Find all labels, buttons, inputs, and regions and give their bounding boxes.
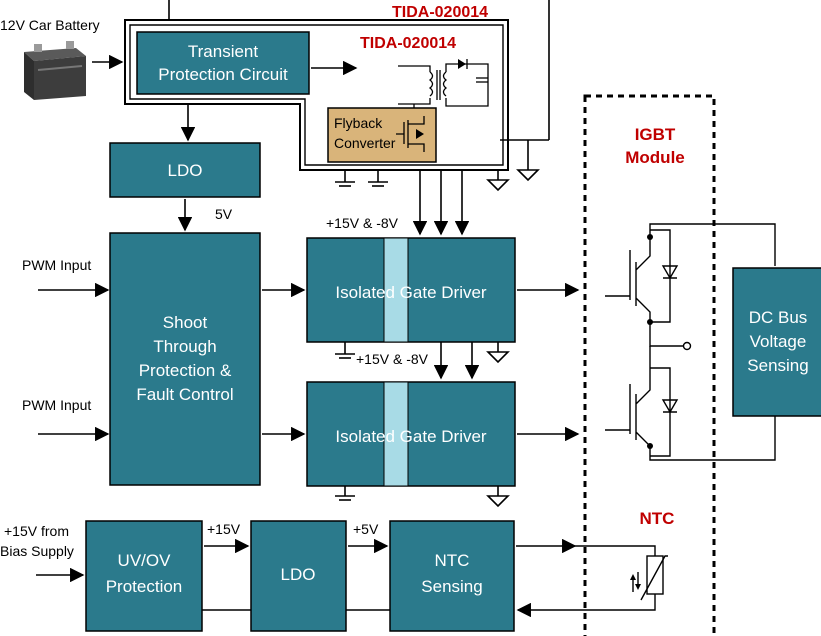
rail-top-label: +15V & -8V: [326, 215, 399, 231]
flyback-label-2: Converter: [334, 135, 396, 151]
thermistor-icon: [575, 545, 668, 611]
ground-symbols-bottom: [335, 486, 510, 508]
ldo-top-label: LDO: [168, 161, 203, 180]
shoot-through-block: [109, 232, 261, 486]
shoot-label-1: Shoot: [163, 313, 208, 332]
ground-symbols-top: [335, 140, 540, 192]
plus15v-label: +15V: [207, 521, 241, 537]
pwm-input-2-label: PWM Input: [22, 397, 91, 413]
battery-label: 12V Car Battery: [0, 17, 100, 33]
ground-symbols-mid: [335, 342, 510, 364]
pwm-input-1-label: PWM Input: [22, 257, 91, 273]
shoot-label-4: Fault Control: [136, 385, 233, 404]
transient-label-2: Protection Circuit: [158, 65, 288, 84]
car-battery-icon: [24, 41, 86, 100]
shoot-label-2: Through: [153, 337, 216, 356]
title-inner: TIDA-020014: [360, 35, 456, 52]
dc-bus-label-1: DC Bus: [749, 308, 808, 327]
bias-supply-label-2: Bias Supply: [0, 543, 74, 559]
uvov-label-1: UV/OV: [118, 551, 172, 570]
title-outer: TIDA-020014: [392, 4, 488, 21]
ntc-sensing-label-1: NTC: [435, 551, 470, 570]
bias-supply-label-1: +15V from: [4, 523, 69, 539]
flyback-label-1: Flyback: [334, 115, 383, 131]
ntc-title: NTC: [640, 509, 675, 528]
shoot-label-3: Protection &: [139, 361, 232, 380]
igbt-half-bridge-schematic: [605, 223, 776, 461]
igbt-module-outline: [583, 94, 716, 636]
mosfet-icon: [396, 116, 425, 152]
uvov-label-2: Protection: [106, 577, 183, 596]
isolation-barrier-2: [383, 381, 409, 487]
ldo-top-block: [109, 142, 261, 198]
plus5v-label: +5V: [353, 521, 379, 537]
five-v-label: 5V: [215, 206, 233, 222]
transient-label-1: Transient: [188, 42, 259, 61]
uvov-protection-block: [85, 520, 203, 632]
rail-mid-label: +15V & -8V: [356, 351, 429, 367]
gate-driver-2-label: Isolated Gate Driver: [335, 427, 487, 446]
gate-driver-1-label: Isolated Gate Driver: [335, 283, 487, 302]
dc-bus-label-2: Voltage: [750, 332, 807, 351]
dc-bus-block: [732, 267, 821, 417]
gate-driver-1-block: [306, 237, 516, 343]
igbt-module-label-2: Module: [625, 148, 685, 167]
dc-bus-label-3: Sensing: [747, 356, 808, 375]
gate-driver-2-block: [306, 381, 516, 487]
igbt-module-label-1: IGBT: [635, 125, 676, 144]
ntc-sensing-block: [389, 520, 515, 632]
ldo-bottom-label: LDO: [281, 565, 316, 584]
ntc-sensing-label-2: Sensing: [421, 577, 482, 596]
isolation-barrier-1: [383, 237, 409, 343]
tida-module-outline: [124, 19, 509, 171]
ldo-bottom-block: [250, 520, 347, 632]
transient-protection-block: [136, 31, 310, 95]
